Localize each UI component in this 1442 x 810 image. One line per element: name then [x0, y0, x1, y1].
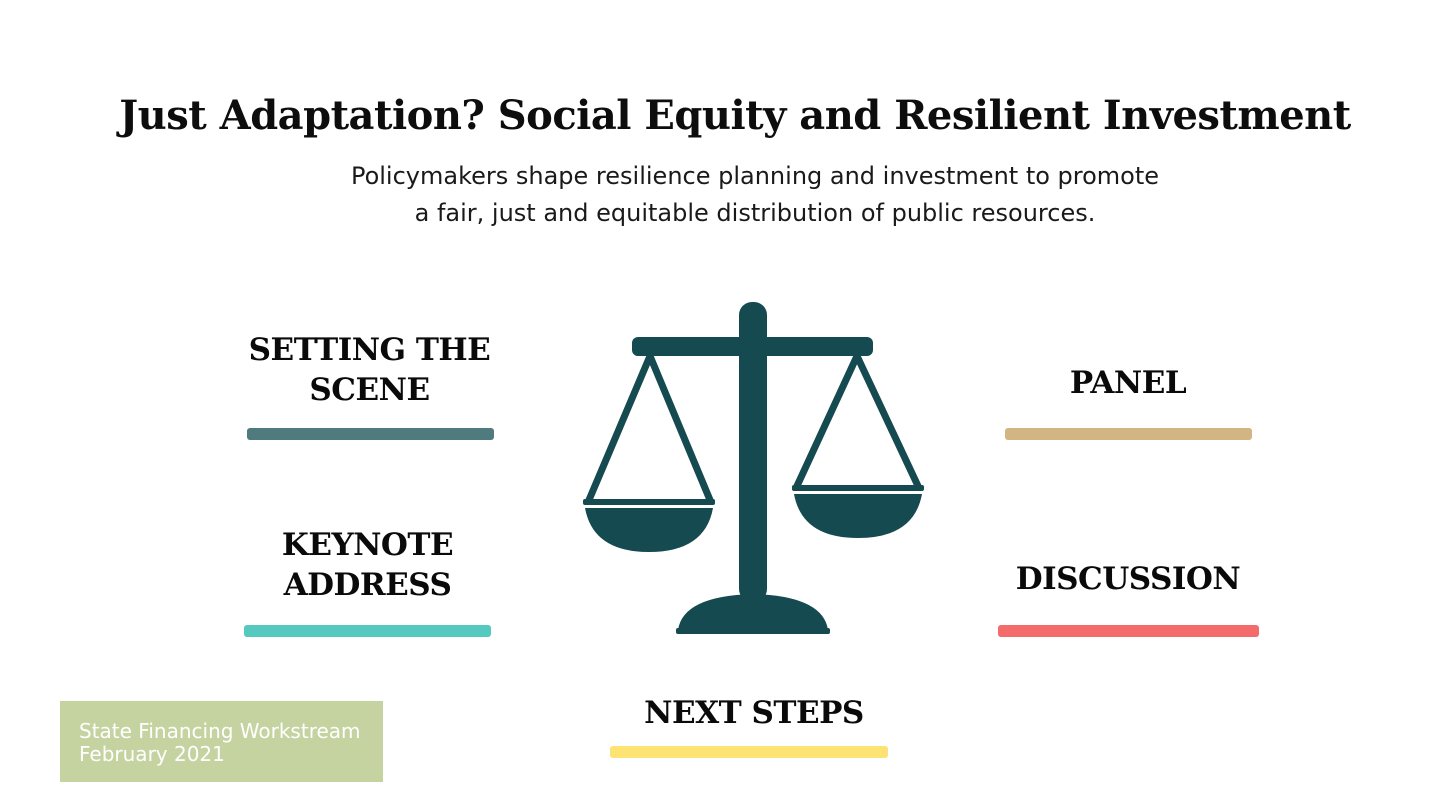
section-label-line-1: NEXT STEPS	[644, 695, 864, 731]
section-bar-keynote-address	[244, 625, 491, 637]
section-label-line-1: DISCUSSION	[1015, 561, 1241, 597]
section-setting-the-scene: SETTING THE SCENE	[247, 330, 492, 410]
section-bar-discussion	[998, 625, 1259, 637]
section-label-line-2: SCENE	[309, 372, 430, 408]
subtitle-line-2: a fair, just and equitable distribution …	[414, 199, 1096, 227]
section-label-line-1: KEYNOTE	[281, 527, 454, 563]
section-panel: PANEL	[1005, 363, 1251, 403]
section-label-line-1: SETTING THE	[248, 332, 491, 368]
section-keynote-address: KEYNOTE ADDRESS	[244, 525, 491, 605]
subtitle-line-1: Policymakers shape resilience planning a…	[350, 162, 1160, 190]
section-bar-next-steps	[610, 746, 888, 758]
footer-workstream: State Financing Workstream	[79, 719, 361, 743]
footer-info-box: State Financing Workstream February 2021	[60, 701, 383, 782]
section-next-steps: NEXT STEPS	[610, 693, 898, 733]
scales-of-justice-icon	[583, 302, 924, 634]
section-label-line-1: PANEL	[1069, 365, 1187, 401]
slide-subtitle: Policymakers shape resilience planning a…	[0, 158, 1442, 232]
section-label-line-2: ADDRESS	[283, 567, 452, 603]
footer-date: February 2021	[79, 742, 225, 766]
section-bar-panel	[1005, 428, 1252, 440]
section-discussion: DISCUSSION	[998, 559, 1258, 599]
slide-title: Just Adaptation? Social Equity and Resil…	[119, 92, 1351, 139]
section-bar-setting-the-scene	[247, 428, 494, 440]
